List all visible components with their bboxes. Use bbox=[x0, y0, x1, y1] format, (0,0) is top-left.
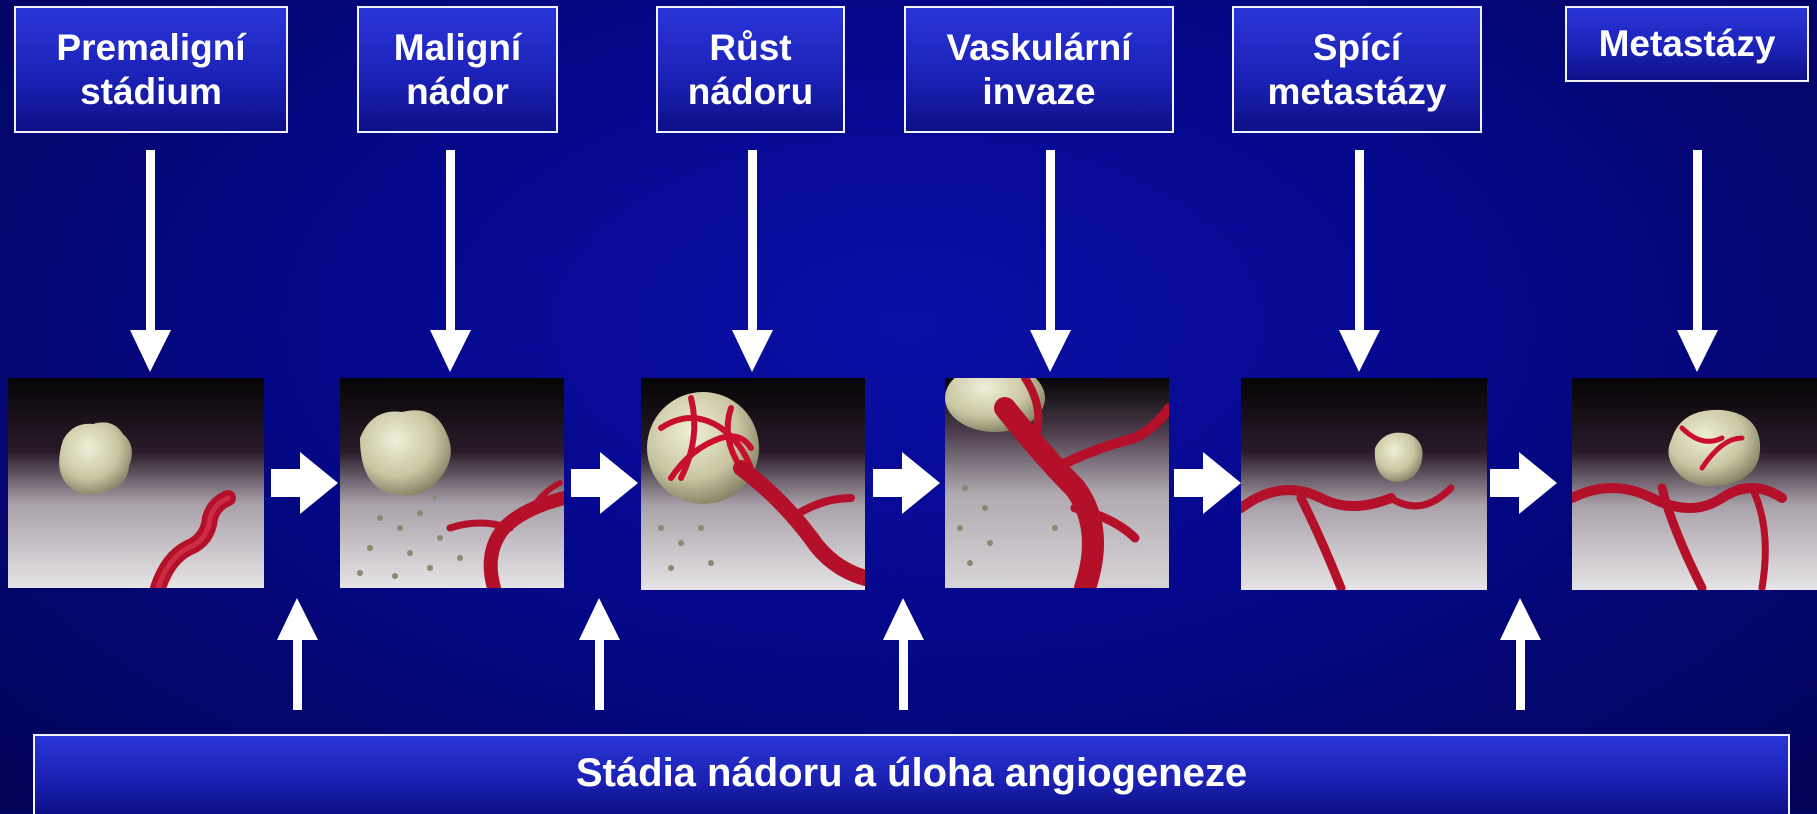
down-arrow-icon bbox=[1030, 150, 1071, 372]
down-arrow-icon bbox=[1339, 150, 1380, 372]
down-arrow-icon bbox=[1677, 150, 1718, 372]
down-arrow-icon bbox=[130, 150, 171, 372]
down-arrow-icon bbox=[430, 150, 471, 372]
diagram-title: Stádia nádoru a úloha angiogeneze bbox=[576, 751, 1247, 796]
right-arrow-icon bbox=[1174, 452, 1241, 514]
right-arrow-icon bbox=[571, 452, 638, 514]
up-arrow-icon bbox=[277, 598, 318, 710]
right-arrow-icon bbox=[1490, 452, 1557, 514]
down-arrow-icon bbox=[732, 150, 773, 372]
up-arrow-icon bbox=[579, 598, 620, 710]
up-arrow-icon bbox=[1500, 598, 1541, 710]
right-arrow-icon bbox=[873, 452, 940, 514]
diagram-title-box: Stádia nádoru a úloha angiogeneze bbox=[33, 734, 1790, 814]
up-arrow-icon bbox=[883, 598, 924, 710]
right-arrow-icon bbox=[271, 452, 338, 514]
